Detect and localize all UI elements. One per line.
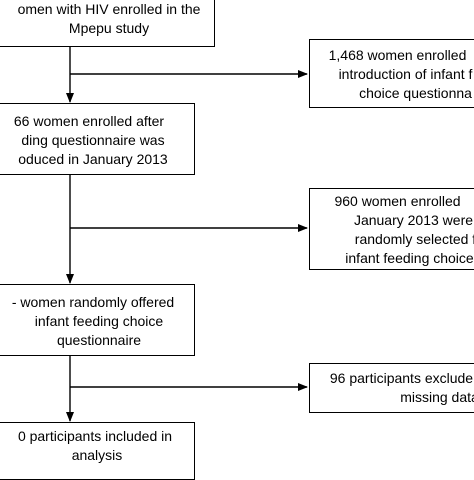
box-excluded-line-1: 96 participants exclude — [329, 370, 474, 386]
box-included: 0 participants included in analysis — [0, 422, 195, 480]
box-excluded-line-2: missing data — [400, 389, 474, 405]
box-enrolled-before-line-3: choice questionna — [359, 85, 472, 101]
box-included-line-2: analysis — [71, 447, 123, 463]
box-excluded: 96 participants exclude missing data — [309, 363, 474, 413]
box-not-selected: 960 women enrolled January 2013 were ran… — [309, 188, 474, 270]
box-enrolled-after-line-1: 66 women enrolled after — [13, 113, 165, 129]
box-enrolled: omen with HIV enrolled in the Mpepu stud… — [0, 0, 215, 47]
box-enrolled-line-2: Mpepu study — [68, 20, 150, 36]
box-offered: - women randomly offered infant feeding … — [0, 284, 195, 356]
box-offered-line-2: infant feeding choice — [34, 313, 164, 329]
box-not-selected-line-4: infant feeding choice — [345, 250, 474, 266]
box-enrolled-before-line-2: introduction of infant f — [338, 66, 473, 82]
box-not-selected-line-3: randomly selected f — [354, 231, 474, 247]
box-enrolled-before: 1,468 women enrolled introduction of inf… — [309, 39, 474, 108]
box-not-selected-line-1: 960 women enrolled — [334, 193, 461, 209]
box-enrolled-line-1: omen with HIV enrolled in the — [17, 1, 201, 17]
box-enrolled-after: 66 women enrolled after ding questionnai… — [0, 103, 195, 175]
box-offered-line-3: questionnaire — [56, 332, 142, 348]
box-not-selected-line-2: January 2013 were — [353, 212, 474, 228]
box-enrolled-after-line-3: oduced in January 2013 — [18, 151, 168, 167]
box-included-line-1: 0 participants included in — [17, 428, 173, 444]
box-enrolled-after-line-2: ding questionnaire was — [21, 132, 165, 148]
box-enrolled-before-line-1: 1,468 women enrolled — [328, 47, 467, 63]
box-offered-line-1: - women randomly offered — [11, 294, 175, 310]
